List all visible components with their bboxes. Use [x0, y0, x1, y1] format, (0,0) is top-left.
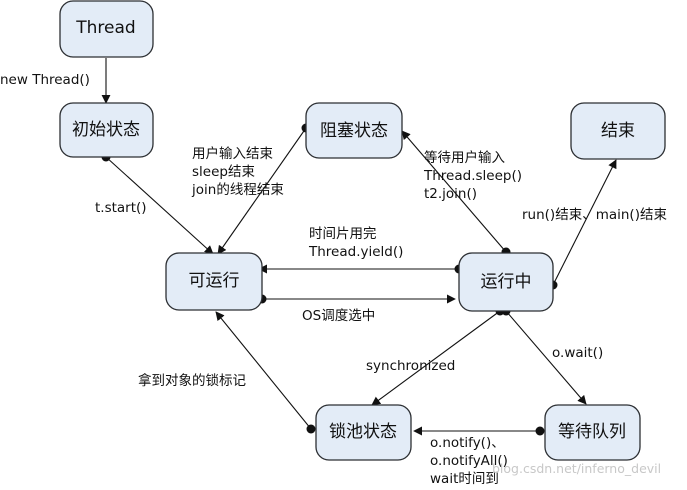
node-initial-state: 初始状态	[59, 102, 154, 158]
label-blocked-enter-2: Thread.sleep()	[423, 168, 522, 184]
label-blocked-enter-1: 等待用户输入	[424, 149, 505, 166]
label-wait: o.wait()	[552, 345, 603, 361]
edge-running-to-runnable	[258, 264, 464, 274]
label-get-lock: 拿到对象的锁标记	[138, 372, 246, 389]
label-blocked-exit-3: join的线程结束	[191, 182, 284, 198]
label-blocked-enter-3: t2.join()	[424, 186, 477, 202]
svg-text:等待队列: 等待队列	[558, 422, 626, 442]
label-time-slice-2: Thread.yield()	[308, 244, 403, 260]
watermark: blog.csdn.net/inferno_devil	[492, 461, 661, 476]
svg-text:结束: 结束	[601, 121, 635, 141]
label-notify-3: wait时间到	[430, 471, 499, 487]
edge-runnable-to-running	[257, 294, 456, 304]
label-os-schedule: OS调度选中	[302, 308, 375, 324]
svg-text:锁池状态: 锁池状态	[329, 422, 397, 442]
edge-running-to-end	[548, 159, 617, 290]
node-end: 结束	[570, 102, 666, 160]
label-new-thread: new Thread()	[0, 72, 90, 88]
label-start: t.start()	[95, 200, 147, 216]
label-run-end: run()结束、main()结束	[522, 207, 667, 223]
label-notify-1: o.notify()、	[430, 435, 505, 451]
edge-running-to-lockpool	[371, 306, 505, 406]
label-synchronized: synchronized	[366, 358, 455, 374]
edge-waitqueue-to-lockpool	[413, 426, 545, 436]
label-notify-2: o.notifyAll()	[430, 453, 508, 469]
node-thread: Thread	[59, 0, 154, 58]
svg-text:可运行: 可运行	[189, 271, 240, 291]
svg-text:Thread: Thread	[75, 18, 135, 38]
edge-lockpool-to-runnable	[215, 311, 316, 434]
svg-text:运行中: 运行中	[481, 272, 532, 292]
label-blocked-exit-1: 用户输入结束	[192, 145, 273, 162]
node-wait-queue: 等待队列	[544, 404, 641, 461]
label-time-slice-1: 时间片用完	[309, 226, 377, 242]
svg-text:阻塞状态: 阻塞状态	[320, 121, 388, 141]
node-lock-pool: 锁池状态	[315, 404, 412, 461]
node-running: 运行中	[458, 252, 554, 312]
node-runnable: 可运行	[165, 252, 263, 311]
node-blocked-state: 阻塞状态	[305, 102, 403, 159]
svg-text:初始状态: 初始状态	[72, 120, 140, 140]
label-blocked-exit-2: sleep结束	[192, 164, 255, 180]
